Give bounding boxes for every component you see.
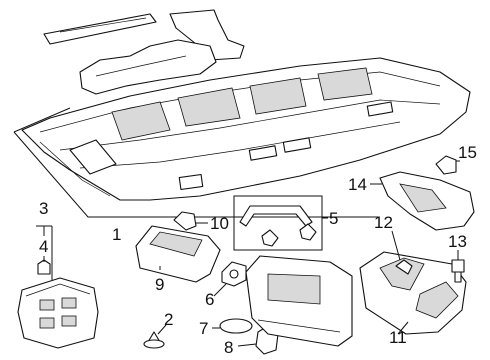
switch-part-13 (451, 250, 465, 283)
callout-6: 6 (205, 290, 214, 309)
clip-part-12 (391, 230, 413, 275)
callout-15: 15 (458, 143, 477, 162)
callout-4: 4 (39, 237, 48, 256)
callout-12: 12 (374, 213, 393, 232)
map-lamp-part-3 (17, 225, 99, 349)
mirror-cover-part-7 (212, 318, 253, 334)
lamp-housing-part-14 (370, 171, 475, 231)
callout-14: 14 (348, 175, 367, 194)
callout-5: 5 (329, 209, 338, 228)
callout-2: 2 (164, 310, 173, 329)
callout-10: 10 (210, 214, 229, 233)
callout-labels: 1 2 3 4 5 6 7 8 9 10 11 12 13 14 15 (39, 143, 477, 357)
callout-8: 8 (224, 338, 233, 357)
callout-9: 9 (155, 275, 164, 294)
bulb-part-15 (435, 155, 460, 175)
callout-13: 13 (448, 232, 467, 251)
visor-holder-part-6 (213, 261, 247, 297)
overhead-console-part-11 (359, 251, 467, 335)
sun-visor (245, 255, 353, 347)
callout-7: 7 (199, 319, 208, 338)
callout-11: 11 (389, 328, 407, 347)
callout-1: 1 (112, 225, 121, 244)
headliner-assembly (13, 57, 471, 218)
dome-lamp-part-9 (135, 211, 221, 283)
headliner-pads (43, 9, 245, 95)
clip-part-2 (143, 324, 167, 349)
callout-3: 3 (39, 199, 48, 218)
assist-grip-part-5 (233, 195, 328, 251)
